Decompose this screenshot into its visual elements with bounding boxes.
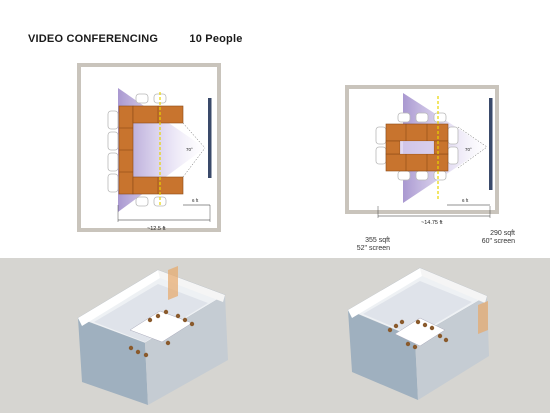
left-area-label: 355 sqft bbox=[365, 237, 390, 244]
left-room-caption: 355 sqft 52" screen bbox=[330, 237, 390, 253]
left-tables bbox=[118, 105, 184, 195]
right-chairs bbox=[375, 112, 459, 181]
title-text: VIDEO CONFERENCING bbox=[28, 33, 159, 45]
left-angle-label: 70° bbox=[186, 147, 193, 152]
subtitle-text: 10 People bbox=[189, 33, 243, 45]
left-screen-label: 52" screen bbox=[356, 245, 390, 252]
right-screen bbox=[489, 98, 493, 190]
right-angle-label: 70° bbox=[465, 147, 472, 152]
right-floorplan: 70° 6 ft ~14.75 ft bbox=[345, 85, 499, 226]
right-table-left bbox=[385, 140, 401, 155]
right-3d-chairs bbox=[387, 319, 449, 350]
right-table-top bbox=[385, 123, 449, 142]
right-3d-room bbox=[347, 267, 489, 400]
left-short-dim-label: 6 ft bbox=[192, 198, 199, 203]
left-sight-lines bbox=[182, 122, 206, 178]
left-3d-chairs bbox=[128, 309, 195, 358]
right-table-center bbox=[400, 141, 434, 154]
right-short-dim-label: 6 ft bbox=[462, 198, 469, 203]
left-chairs bbox=[107, 93, 167, 207]
right-tables bbox=[385, 123, 449, 172]
left-screen bbox=[208, 98, 212, 178]
right-table-right bbox=[433, 140, 449, 155]
right-room-caption: 290 sqft 60" screen bbox=[455, 230, 515, 246]
left-3d-room bbox=[77, 266, 228, 405]
right-table-bottom bbox=[385, 153, 449, 172]
page-title: VIDEO CONFERENCING 10 People bbox=[28, 33, 243, 45]
right-area-label: 290 sqft bbox=[490, 230, 515, 237]
right-long-dim-label: ~14.75 ft bbox=[421, 220, 443, 226]
right-screen-label: 60" screen bbox=[481, 238, 515, 245]
left-floorplan: 70° 6 ft ~12.5 ft bbox=[77, 63, 221, 232]
left-long-dim-label: ~12.5 ft bbox=[147, 226, 166, 232]
